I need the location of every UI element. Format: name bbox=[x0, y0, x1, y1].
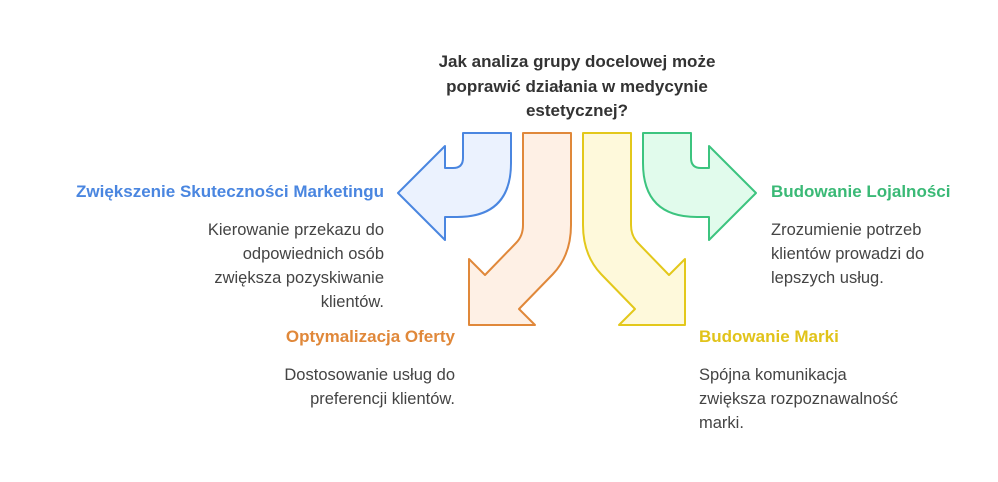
title-line: Jak analiza grupy docelowej może bbox=[438, 52, 716, 71]
green-arrow-right bbox=[642, 132, 757, 241]
blue-arrow-left bbox=[397, 132, 512, 241]
desc-line: zwiększa pozyskiwanie bbox=[214, 269, 384, 287]
desc-line: odpowiednich osób bbox=[242, 245, 384, 263]
yellow-arrow-down-right bbox=[582, 132, 686, 326]
desc-line: marki. bbox=[699, 414, 744, 432]
desc-line: preferencji klientów. bbox=[310, 390, 455, 408]
desc-line: Dostosowanie usług do bbox=[284, 366, 455, 384]
description-marketing: Kierowanie przekazu do odpowiednich osób… bbox=[208, 218, 384, 314]
description-marka: Spójna komunikacja zwiększa rozpoznawaln… bbox=[699, 363, 898, 435]
description-oferta: Dostosowanie usług do preferencji klient… bbox=[284, 363, 455, 411]
desc-line: klientów prowadzi do bbox=[771, 245, 925, 263]
heading-oferta: Optymalizacja Oferty bbox=[285, 327, 455, 346]
diagram-title: Jak analiza grupy docelowej może poprawi… bbox=[377, 50, 777, 124]
orange-arrow-down-left bbox=[468, 132, 572, 326]
desc-line: Zrozumienie potrzeb bbox=[771, 221, 922, 239]
desc-line: zwiększa rozpoznawalność bbox=[699, 390, 899, 408]
description-lojalnosc: Zrozumienie potrzeb klientów prowadzi do… bbox=[771, 218, 924, 290]
heading-lojalnosc: Budowanie Lojalności bbox=[771, 182, 951, 201]
heading-marka: Budowanie Marki bbox=[699, 327, 839, 346]
title-line: estetycznej? bbox=[525, 101, 629, 120]
heading-marketing: Zwiększenie Skuteczności Marketingu bbox=[76, 182, 384, 201]
desc-line: klientów. bbox=[320, 293, 384, 311]
desc-line: Spójna komunikacja bbox=[699, 366, 847, 384]
desc-line: lepszych usług. bbox=[771, 269, 884, 287]
title-line: poprawić działania w medycynie bbox=[446, 76, 708, 96]
desc-line: Kierowanie przekazu do bbox=[207, 221, 384, 239]
